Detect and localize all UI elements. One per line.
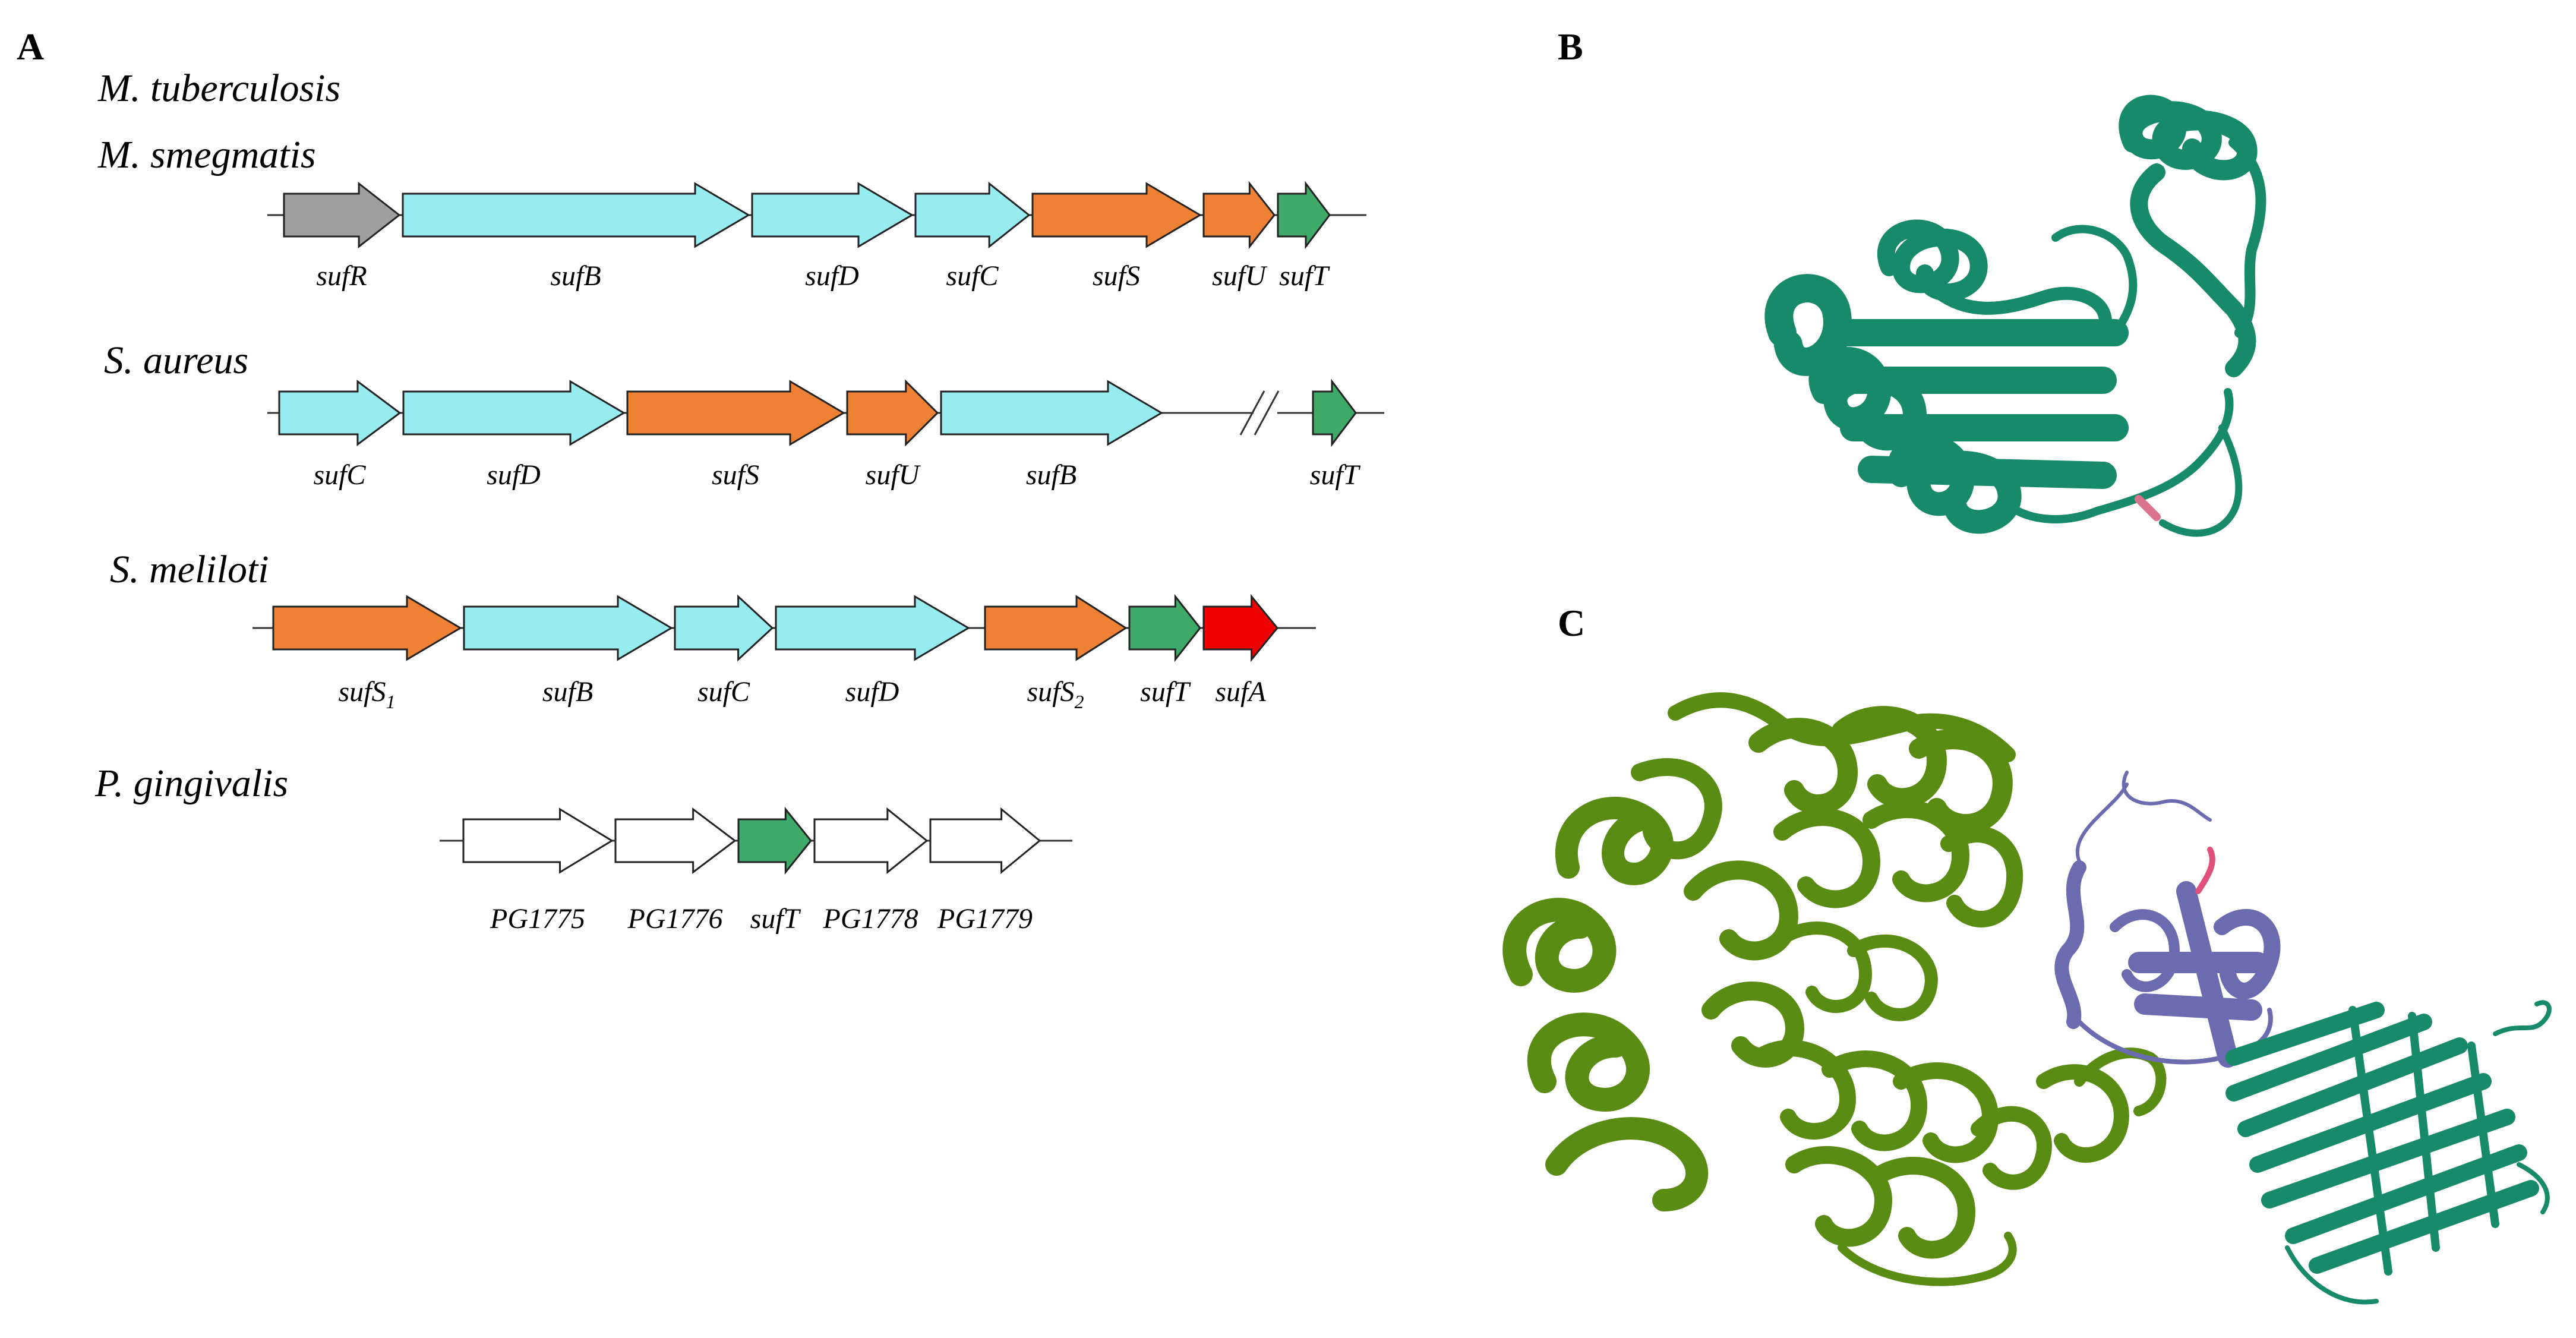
gene-arrow-pg1775 xyxy=(462,807,614,874)
gene-arrow-sufc xyxy=(914,181,1031,249)
gene-label: sufU xyxy=(1212,260,1268,292)
gene-label-subscript: 2 xyxy=(1075,691,1084,712)
gene-label-subscript: 1 xyxy=(386,691,396,712)
gene-label: sufC xyxy=(697,676,750,708)
chromosome-break-mark-1 xyxy=(1239,390,1265,436)
organism-label-m-tuberculosis: M. tuberculosis xyxy=(97,67,340,110)
gene-label: PG1779 xyxy=(937,903,1033,935)
gene-label: sufT xyxy=(1279,260,1330,292)
gene-label: PG1776 xyxy=(627,903,723,935)
gene-arrow-sufs-1 xyxy=(272,595,462,661)
panel-b-label: B xyxy=(1558,26,1583,68)
gene-arrow-sufb xyxy=(402,182,750,248)
gene-arrow-sufs xyxy=(626,380,845,446)
gene-label: sufB xyxy=(550,260,601,292)
panel-b: B xyxy=(1558,26,2266,537)
gene-arrow-sufs-2 xyxy=(984,595,1128,661)
gene-label: sufB xyxy=(1026,459,1077,491)
gene-arrow-sufu xyxy=(1202,181,1276,250)
gene-arrow-sufd xyxy=(402,380,626,446)
gene-label: sufS xyxy=(712,459,759,491)
gene-label: PG1775 xyxy=(490,903,585,935)
gene-label: sufD xyxy=(487,459,541,491)
protein-complex-middle-structure xyxy=(2054,771,2281,1068)
gene-arrow-sufr xyxy=(283,181,401,249)
organism-label-m-smegmatis: M. smegmatis xyxy=(97,133,316,176)
gene-label: sufT xyxy=(1310,459,1361,491)
gene-arrow-sufd xyxy=(775,595,970,661)
gene-label: sufA xyxy=(1215,676,1266,708)
gene-label: sufS2 xyxy=(1027,676,1084,712)
panel-a: A M. tuberculosis M. smegmatis S. aureus… xyxy=(17,26,1384,935)
gene-label: sufC xyxy=(313,459,366,491)
gene-label: sufS xyxy=(1093,260,1140,292)
gene-arrow-sufc xyxy=(674,594,774,662)
gene-label: sufB xyxy=(542,676,593,708)
gene-arrow-pg1779 xyxy=(929,807,1041,875)
gene-arrow-suft xyxy=(1277,181,1331,250)
gene-label: PG1778 xyxy=(823,903,918,935)
gene-label: sufR xyxy=(316,260,367,292)
panel-a-label: A xyxy=(17,26,44,68)
gene-label: sufC xyxy=(946,260,999,292)
gene-arrow-sufc xyxy=(278,380,402,446)
gene-arrow-suft xyxy=(1128,594,1201,662)
gene-label: sufT xyxy=(750,903,801,935)
organism-label-s-meliloti: S. meliloti xyxy=(110,548,269,591)
gene-arrow-pg1778 xyxy=(813,807,929,875)
protein-complex-left-structure xyxy=(1502,692,2167,1286)
gene-arrow-sufa xyxy=(1202,594,1278,662)
sufT-protein-structure xyxy=(1764,94,2266,537)
gene-label: sufU xyxy=(866,459,921,491)
gene-arrow-sufd xyxy=(751,182,914,248)
gene-label: sufT xyxy=(1140,676,1191,708)
gene-arrow-pg1776 xyxy=(614,807,737,875)
gene-arrow-sufb xyxy=(463,595,673,661)
panel-c: C xyxy=(1502,602,2552,1305)
gene-arrow-sufb xyxy=(940,380,1163,446)
gene-arrow-sufs xyxy=(1031,182,1202,248)
organism-label-s-aureus: S. aureus xyxy=(104,339,248,382)
gene-arrow-sufu xyxy=(846,379,939,447)
panel-c-label: C xyxy=(1558,602,1585,644)
organism-label-p-gingivalis: P. gingivalis xyxy=(94,762,288,805)
chromosome-break-mark-2 xyxy=(1254,390,1280,436)
gene-label: sufD xyxy=(845,676,899,708)
protein-complex-right-structure xyxy=(2225,1000,2552,1305)
gene-label: sufS1 xyxy=(338,676,395,712)
gene-arrow-suft xyxy=(737,806,812,875)
gene-label: sufD xyxy=(805,260,859,292)
gene-arrow-suft xyxy=(1312,378,1357,447)
gene-arrows: sufR sufB sufD sufC sufS sufU sufT sufC sufD sufS… xyxy=(272,181,1361,935)
